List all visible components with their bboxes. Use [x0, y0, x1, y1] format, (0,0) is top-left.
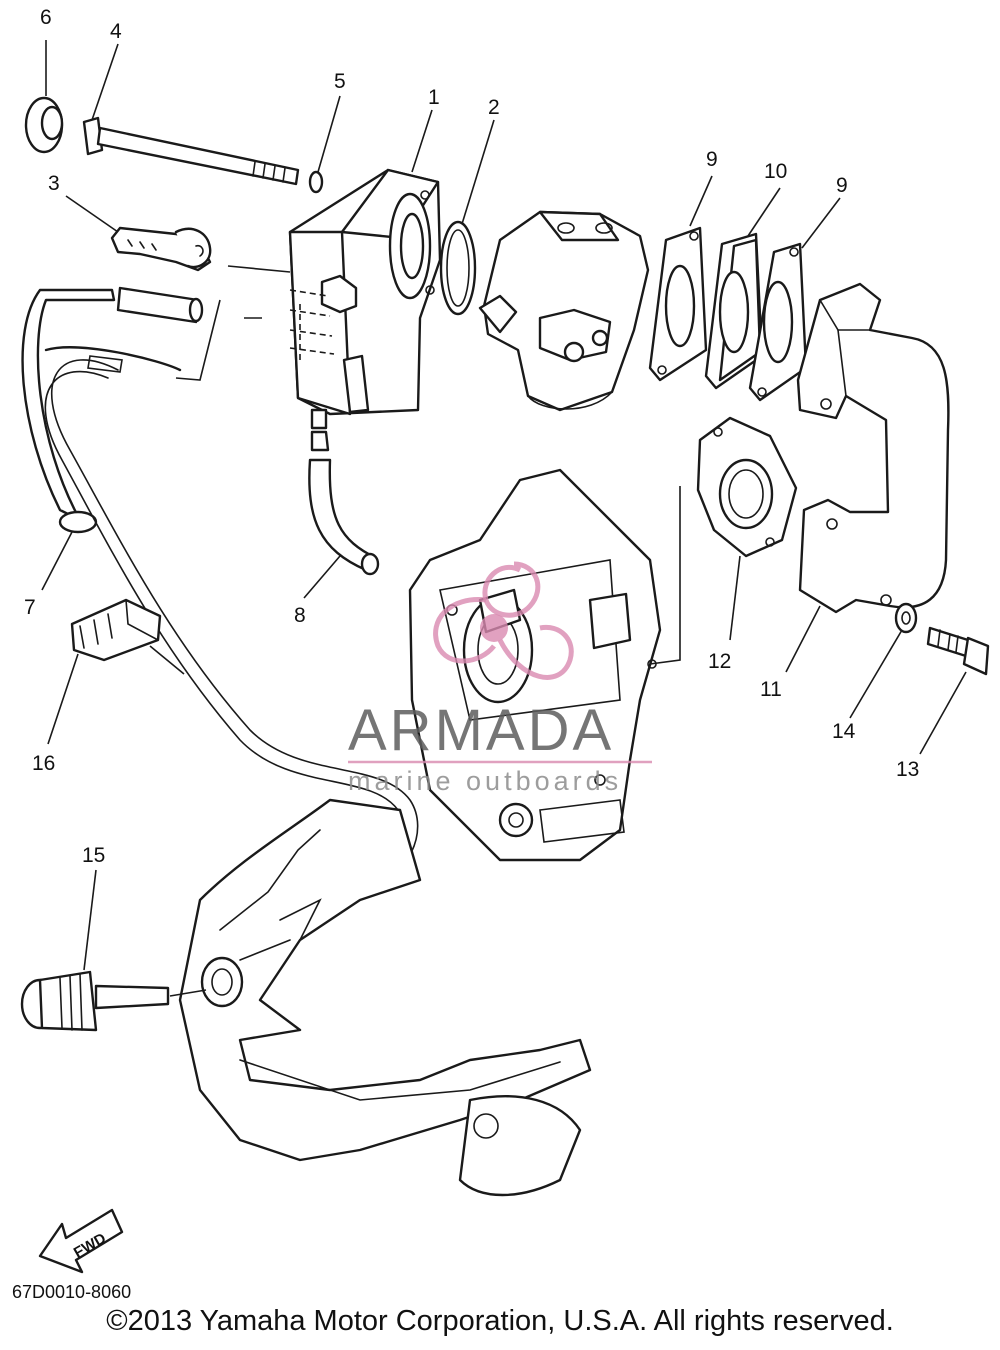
part-8-drain-hose — [308, 430, 380, 576]
part-11-intake-manifold — [796, 282, 950, 614]
callout-12: 12 — [708, 650, 731, 673]
fuel-line — [51, 359, 419, 891]
part-1-silencer — [288, 168, 442, 430]
part-5-washer — [308, 170, 324, 194]
part-3-clamp — [110, 226, 212, 272]
carburetor — [478, 210, 650, 412]
lower-cowling — [178, 798, 592, 1197]
part-6-grommet — [24, 96, 64, 154]
callout-9a: 9 — [706, 148, 718, 171]
callout-9b: 9 — [836, 174, 848, 197]
callout-4: 4 — [110, 20, 122, 43]
watermark-tagline: marine outboards — [348, 766, 622, 796]
callout-15: 15 — [82, 844, 105, 867]
callout-13: 13 — [896, 758, 919, 781]
part-10-spacer — [704, 232, 764, 390]
callout-6: 6 — [40, 6, 52, 29]
callout-3: 3 — [48, 172, 60, 195]
fwd-arrow: FWD — [38, 1208, 124, 1274]
part-9-gasket-b — [748, 242, 808, 402]
watermark-brand: ARMADA — [348, 698, 614, 763]
callout-16: 16 — [32, 752, 55, 775]
watermark-logo — [433, 561, 574, 680]
part-15-choke-knob — [20, 970, 170, 1032]
drawing-code: 67D0010-8060 — [12, 1282, 132, 1302]
part-9-gasket-a — [648, 226, 708, 382]
watermark: ARMADA marine outboards — [348, 561, 652, 796]
cylinder-block — [408, 468, 662, 862]
callout-numbers: 1 2 3 4 5 6 7 8 9 10 9 11 12 13 14 15 16 — [24, 6, 919, 867]
part-16-clip — [70, 598, 162, 662]
callout-2: 2 — [488, 96, 500, 119]
callout-7: 7 — [24, 596, 36, 619]
copyright-notice: ©2013 Yamaha Motor Corporation, U.S.A. A… — [106, 1305, 894, 1337]
callout-14: 14 — [832, 720, 856, 743]
part-7-hose — [21, 286, 204, 534]
callout-5: 5 — [334, 70, 346, 93]
part-14-washer — [894, 602, 918, 634]
callout-11: 11 — [760, 678, 782, 701]
part-12-flange-gasket — [696, 416, 798, 558]
leader-lines — [41, 40, 967, 971]
callout-10: 10 — [764, 160, 787, 183]
part-4-bolt — [82, 116, 300, 186]
part-13-bolt — [926, 626, 990, 676]
callout-8: 8 — [294, 604, 306, 627]
callout-1: 1 — [428, 86, 440, 109]
part-2-o-ring — [439, 220, 477, 316]
